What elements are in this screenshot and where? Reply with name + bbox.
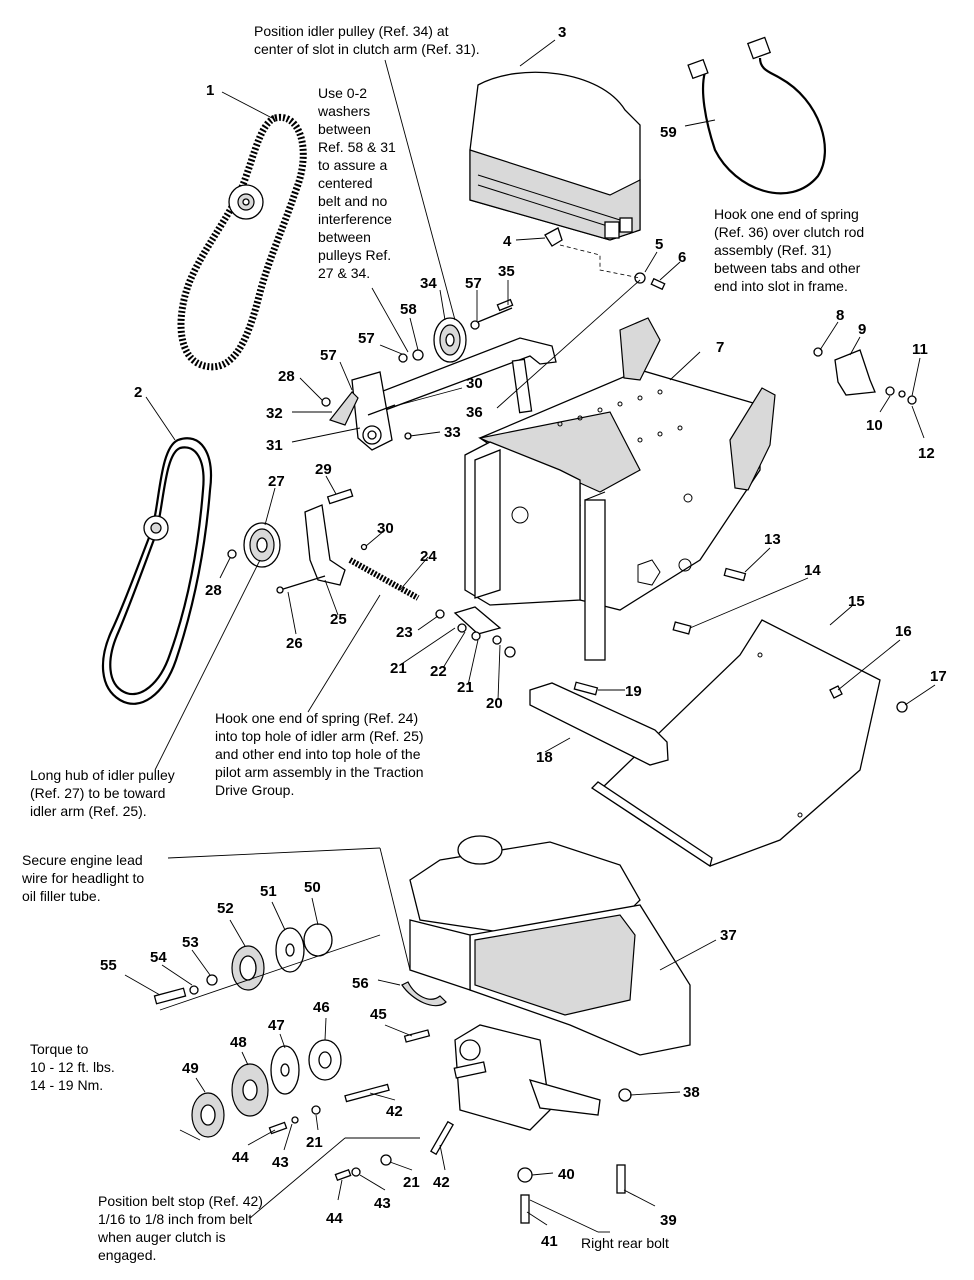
- auger-pulley-stack: [179, 1029, 454, 1182]
- callout-24: 24: [420, 548, 437, 565]
- engine-ref-37: [409, 835, 691, 1224]
- callout-26: 26: [286, 635, 303, 652]
- callout-44b: 44: [326, 1210, 343, 1227]
- callout-2: 2: [134, 384, 142, 401]
- callout-4: 4: [503, 233, 512, 250]
- callout-12: 12: [918, 445, 935, 462]
- callout-57c: 57: [465, 275, 482, 292]
- callout-35: 35: [498, 263, 515, 280]
- callout-21c: 21: [306, 1134, 323, 1151]
- callout-20: 20: [486, 695, 503, 712]
- callout-25: 25: [330, 611, 347, 628]
- callout-5: 5: [655, 236, 663, 253]
- callout-29: 29: [315, 461, 332, 478]
- plate-ref-15: [590, 619, 908, 868]
- callout-28a: 28: [205, 582, 222, 599]
- callout-52: 52: [217, 900, 234, 917]
- callout-59: 59: [660, 124, 677, 141]
- callout-43a: 43: [272, 1154, 289, 1171]
- callout-1: 1: [206, 82, 214, 99]
- callout-42b: 42: [433, 1174, 450, 1191]
- crankshaft-pulley-stack: [153, 923, 381, 1011]
- wire-harness-ref-59: [687, 36, 826, 195]
- callout-50: 50: [304, 879, 321, 896]
- note-right-rear-bolt: Right rear bolt: [581, 1235, 669, 1251]
- callout-58: 58: [400, 301, 417, 318]
- callout-39: 39: [660, 1212, 677, 1229]
- leader-lines: [124, 39, 936, 1233]
- callout-31: 31: [266, 437, 283, 454]
- callout-34: 34: [420, 275, 437, 292]
- callout-11: 11: [912, 341, 928, 358]
- callout-55: 55: [100, 957, 117, 974]
- callout-6: 6: [678, 249, 686, 266]
- callout-16: 16: [895, 623, 912, 640]
- callout-57a: 57: [320, 347, 337, 364]
- idler-assembly: [227, 488, 420, 601]
- callout-37: 37: [720, 927, 737, 944]
- bracket-ref-18: [435, 606, 669, 766]
- callout-21d: 21: [403, 1174, 420, 1191]
- callout-32: 32: [266, 405, 283, 422]
- note-hook-spring-36: Hook one end of spring (Ref. 36) over cl…: [714, 206, 865, 294]
- callout-14: 14: [804, 562, 821, 579]
- callout-17: 17: [930, 668, 947, 685]
- bracket-refs-8-12: [813, 347, 917, 405]
- callout-44a: 44: [232, 1149, 249, 1166]
- callout-38: 38: [683, 1084, 700, 1101]
- callout-57b: 57: [358, 330, 375, 347]
- callout-7: 7: [716, 339, 724, 356]
- note-torque: Torque to 10 - 12 ft. lbs. 14 - 19 Nm.: [30, 1041, 115, 1093]
- callout-21b: 21: [457, 679, 474, 696]
- callout-41: 41: [541, 1233, 558, 1250]
- note-hook-spring-24: Hook one end of spring (Ref. 24) into to…: [215, 710, 424, 798]
- callout-43b: 43: [374, 1195, 391, 1212]
- callout-54: 54: [150, 949, 167, 966]
- callout-21a: 21: [390, 660, 407, 677]
- callout-13: 13: [764, 531, 781, 548]
- callout-45: 45: [370, 1006, 387, 1023]
- callout-49: 49: [182, 1060, 199, 1077]
- callout-8: 8: [836, 307, 844, 324]
- callout-18: 18: [536, 749, 553, 766]
- hardware-refs-4-5-6: [544, 227, 666, 291]
- note-idler-pulley-position: Position idler pulley (Ref. 34) at cente…: [254, 23, 480, 57]
- callout-33: 33: [444, 424, 461, 441]
- callout-22: 22: [430, 663, 447, 680]
- belt-ref-1: [177, 113, 307, 371]
- callout-15: 15: [848, 593, 865, 610]
- callout-53: 53: [182, 934, 199, 951]
- callout-9: 9: [858, 321, 866, 338]
- callout-3: 3: [558, 24, 566, 41]
- bolts-refs-13-14: [672, 567, 747, 635]
- callout-36: 36: [466, 404, 483, 421]
- callout-30a: 30: [377, 520, 394, 537]
- callout-51: 51: [260, 883, 277, 900]
- callout-numbers: 1 2 3 4 5 6 7 8 9 10 11 12 13 14 15 16 1…: [100, 24, 947, 1250]
- callout-40: 40: [558, 1166, 575, 1183]
- wire-clip-ref-56: [401, 981, 447, 1007]
- clutch-arm-assembly: [321, 298, 557, 451]
- frame-ref-7: [464, 317, 776, 661]
- note-washers: Use 0-2 washers between Ref. 58 & 31 to …: [318, 85, 396, 281]
- callout-56: 56: [352, 975, 369, 992]
- callout-28b: 28: [278, 368, 295, 385]
- callout-19: 19: [625, 683, 642, 700]
- note-engine-lead-wire: Secure engine lead wire for headlight to…: [22, 852, 145, 904]
- callout-10: 10: [866, 417, 883, 434]
- callout-48: 48: [230, 1034, 247, 1051]
- callout-27: 27: [268, 473, 285, 490]
- callout-23: 23: [396, 624, 413, 641]
- callout-42a: 42: [386, 1103, 403, 1120]
- note-belt-stop: Position belt stop (Ref. 42) 1/16 to 1/8…: [98, 1193, 263, 1263]
- belt-ref-2: [101, 437, 213, 705]
- callout-46: 46: [313, 999, 330, 1016]
- callout-47: 47: [268, 1017, 285, 1034]
- callout-30b: 30: [466, 375, 483, 392]
- belt-cover-ref-3: [469, 71, 641, 241]
- note-long-hub: Long hub of idler pulley (Ref. 27) to be…: [30, 767, 175, 819]
